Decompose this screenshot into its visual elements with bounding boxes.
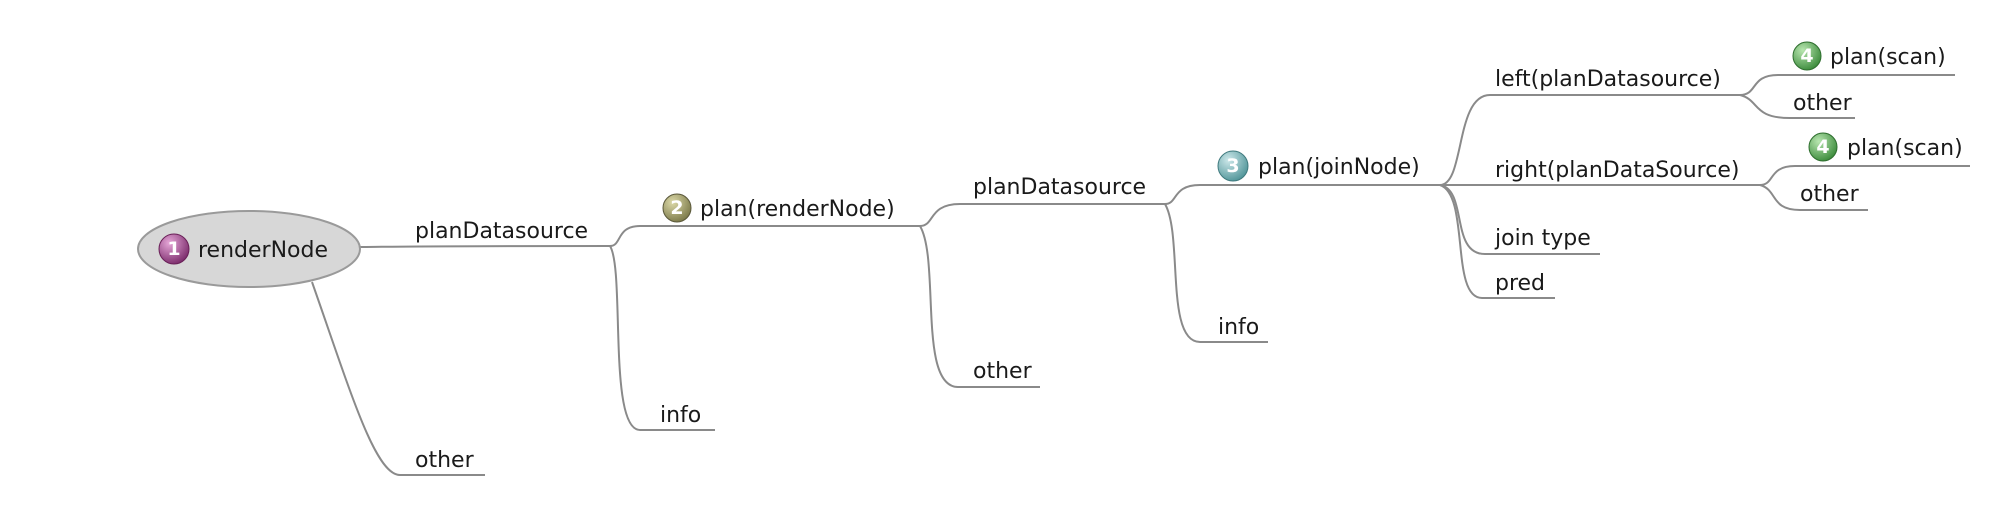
node-label-pred: pred — [1495, 271, 1545, 296]
node-label-left-planDatasource: left(planDatasource) — [1495, 67, 1721, 92]
node-label-planDatasource-2: planDatasource — [973, 175, 1146, 200]
priority-4-number: 4 — [1816, 136, 1829, 158]
connectors — [311, 74, 1970, 476]
connector-joinNode-pred — [1439, 184, 1555, 299]
node-label-plan-joinNode: plan(joinNode) — [1258, 155, 1420, 180]
node-planDatasource[interactable]: planDatasource — [415, 219, 588, 244]
priority-3-icon — [1217, 150, 1249, 182]
priority-4-icon — [1792, 41, 1822, 71]
node-other-4[interactable]: other — [1800, 182, 1860, 207]
node-plan-scan[interactable]: 4 plan(scan) — [1792, 41, 1946, 71]
priority-2-number: 2 — [670, 197, 683, 219]
root-node-label: renderNode — [198, 238, 328, 263]
node-left-planDatasource[interactable]: left(planDatasource) — [1495, 67, 1721, 92]
node-label-plan-scan-2: plan(scan) — [1847, 136, 1963, 161]
node-plan-renderNode[interactable]: 2 plan(renderNode) — [662, 193, 895, 223]
node-plan-joinNode[interactable]: 3 plan(joinNode) — [1217, 150, 1420, 182]
connector-left-plan-scan — [1739, 74, 1955, 96]
node-join-type[interactable]: join type — [1494, 226, 1591, 251]
node-label-other-4: other — [1800, 182, 1860, 207]
connector-plan-renderNode-other — [919, 225, 1040, 388]
node-info-2[interactable]: info — [1218, 315, 1259, 340]
connector-planDatasource-plan-joinNode — [1164, 184, 1440, 205]
node-label-planDatasource: planDatasource — [415, 219, 588, 244]
connector-planDatasource-info-2 — [1164, 203, 1268, 343]
connector-joinNode-left — [1439, 94, 1740, 186]
root-node-shape[interactable] — [137, 210, 361, 288]
node-label-info-2: info — [1218, 315, 1259, 340]
priority-1-icon — [158, 233, 190, 265]
node-label-right-planDataSource: right(planDataSource) — [1495, 158, 1739, 183]
node-label-other-2: other — [973, 359, 1033, 384]
connector-left-other — [1739, 94, 1855, 119]
priority-1-number: 1 — [167, 238, 180, 260]
priority-4-icon — [1808, 132, 1838, 162]
priority-2-icon — [662, 193, 692, 223]
node-planDatasource-2[interactable]: planDatasource — [973, 175, 1146, 200]
node-plan-scan-2[interactable]: 4 plan(scan) — [1808, 132, 1963, 162]
connector-joinNode-join-type — [1439, 184, 1600, 255]
node-other-3[interactable]: other — [1793, 91, 1853, 116]
node-label-other: other — [415, 448, 475, 473]
node-label-info: info — [660, 403, 701, 428]
node-info[interactable]: info — [660, 403, 701, 428]
node-other-2[interactable]: other — [973, 359, 1033, 384]
root-node[interactable]: 1 renderNode — [137, 210, 361, 288]
priority-4-number: 4 — [1800, 45, 1813, 67]
connector-root-planDatasource — [359, 245, 611, 248]
connector-planDatasource-plan-renderNode — [609, 225, 920, 247]
node-label-join-type: join type — [1494, 226, 1591, 251]
node-pred[interactable]: pred — [1495, 271, 1545, 296]
connector-right-plan-scan — [1759, 165, 1970, 186]
priority-3-number: 3 — [1226, 155, 1239, 177]
node-label-plan-scan: plan(scan) — [1830, 45, 1946, 70]
node-label-other-3: other — [1793, 91, 1853, 116]
connector-right-other — [1759, 184, 1868, 211]
connector-root-other — [311, 281, 485, 476]
connector-plan-renderNode-planDatasource — [919, 203, 1165, 227]
node-label-plan-renderNode: plan(renderNode) — [700, 197, 895, 222]
connector-planDatasource-info — [609, 245, 715, 431]
node-other[interactable]: other — [415, 448, 475, 473]
node-right-planDataSource[interactable]: right(planDataSource) — [1495, 158, 1739, 183]
